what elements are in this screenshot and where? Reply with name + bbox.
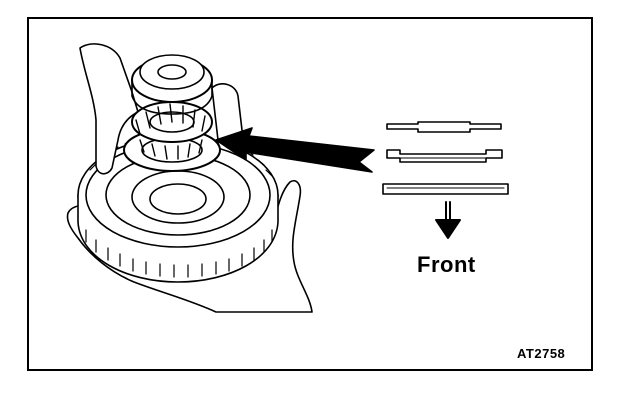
front-direction-arrow [435, 201, 461, 239]
figure-code-label: AT2758 [517, 346, 566, 361]
callout-arrow [215, 127, 375, 173]
upper-hand [79, 43, 139, 175]
thrust-bearing-stack [123, 54, 221, 172]
bearing-cross-section [382, 121, 509, 195]
front-label: Front [417, 252, 476, 277]
